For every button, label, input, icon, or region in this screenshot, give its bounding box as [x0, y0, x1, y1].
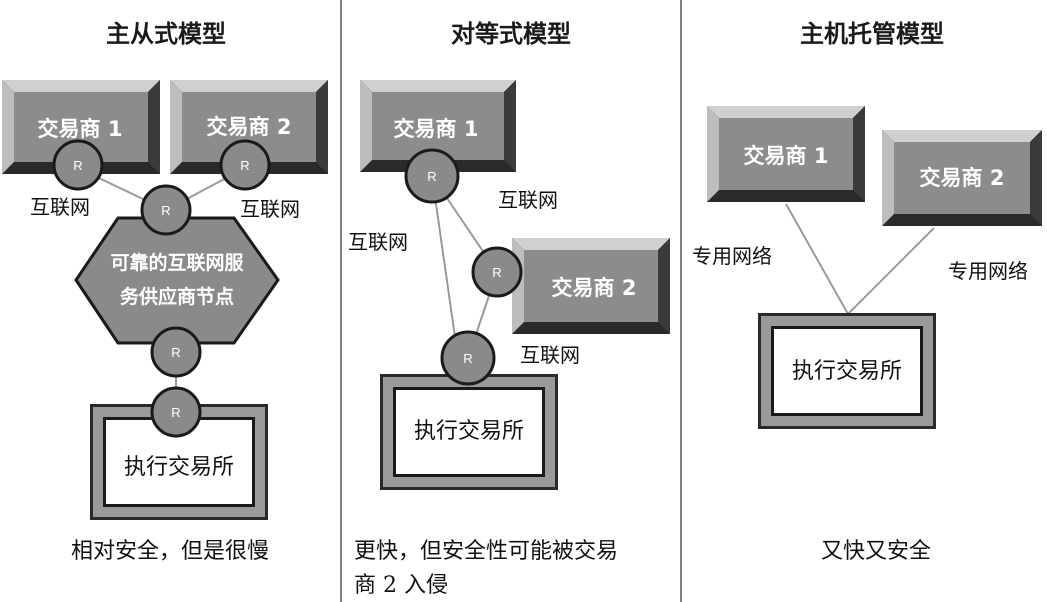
p3-net-left-label: 专用网络	[692, 244, 772, 268]
p1-dealer-1-box: 交易商 1	[2, 80, 160, 174]
p1-router-hub-bottom: R	[150, 326, 202, 378]
p3-dealer-1-box: 交易商 1	[707, 106, 865, 202]
p1-router-d2: R	[219, 139, 271, 191]
p2-dealer-1-label: 交易商 1	[394, 117, 479, 141]
p2-link-d1-exchange	[431, 175, 459, 359]
svg-text:R: R	[240, 158, 249, 173]
svg-text:R: R	[463, 351, 472, 366]
p2-exchange-label: 执行交易所	[414, 419, 524, 444]
p3-link-d1-exchange	[785, 203, 849, 315]
panel-1-title: 主从式模型	[106, 20, 226, 48]
p2-router-d2: R	[471, 246, 523, 298]
svg-text:R: R	[171, 345, 180, 360]
p1-hub-label-line-2: 务供应商节点	[120, 285, 234, 308]
p1-hub-label-line-1: 可靠的互联网服	[110, 251, 244, 274]
p1-router-hub-top: R	[140, 184, 192, 236]
p1-dealer-2-label: 交易商 2	[207, 115, 292, 139]
p3-net-right-label: 专用网络	[948, 259, 1028, 283]
p2-exchange-box: 执行交易所	[380, 374, 558, 490]
p2-net-top-label: 互联网	[498, 188, 558, 212]
p2-dealer-2-box: 交易商 2	[512, 238, 670, 334]
p3-exchange-label: 执行交易所	[792, 359, 902, 384]
p1-router-exchange: R	[150, 386, 202, 438]
p2-caption-line-1: 更快，但安全性可能被交易	[354, 539, 618, 564]
svg-text:R: R	[161, 203, 170, 218]
p3-link-d2-exchange	[847, 227, 935, 315]
panel-colocation: 主机托管模型 交易商 1 交易商 2 专用网络 专用网络	[692, 20, 1042, 564]
p1-isp-hub: 可靠的互联网服 务供应商节点	[74, 216, 280, 345]
p1-net-right-label: 互联网	[240, 197, 300, 221]
panel-peer-to-peer: 对等式模型 交易商 1 R 互联网 互联网 交易商 2	[348, 20, 670, 598]
p2-router-exchange: R	[440, 330, 496, 386]
svg-text:R: R	[492, 265, 501, 280]
p3-dealer-2-label: 交易商 2	[920, 166, 1005, 190]
p2-net-left-label: 互联网	[348, 230, 408, 254]
p3-exchange-box: 执行交易所	[758, 313, 936, 429]
panel-2-title: 对等式模型	[451, 20, 571, 48]
svg-text:R: R	[171, 405, 180, 420]
svg-text:R: R	[73, 158, 82, 173]
p1-router-d1: R	[52, 139, 104, 191]
p2-dealer-2-label: 交易商 2	[552, 276, 637, 300]
p2-router-d1: R	[404, 148, 460, 204]
p1-exchange-label: 执行交易所	[124, 455, 234, 480]
svg-text:R: R	[427, 169, 436, 184]
p3-dealer-1-label: 交易商 1	[744, 144, 829, 168]
p2-net-bottom-label: 互联网	[520, 343, 580, 367]
panel-3-title: 主机托管模型	[800, 20, 944, 48]
p2-caption-line-2: 商 2 入侵	[354, 573, 448, 598]
p3-caption: 又快又安全	[821, 539, 931, 564]
p1-net-left-label: 互联网	[30, 195, 90, 219]
panel-master-slave: 主从式模型 交易商 1 交易商 2 R	[2, 20, 328, 564]
p1-dealer-1-label: 交易商 1	[38, 117, 123, 141]
p3-dealer-2-box: 交易商 2	[882, 130, 1042, 226]
p1-caption: 相对安全，但是很慢	[71, 539, 269, 564]
